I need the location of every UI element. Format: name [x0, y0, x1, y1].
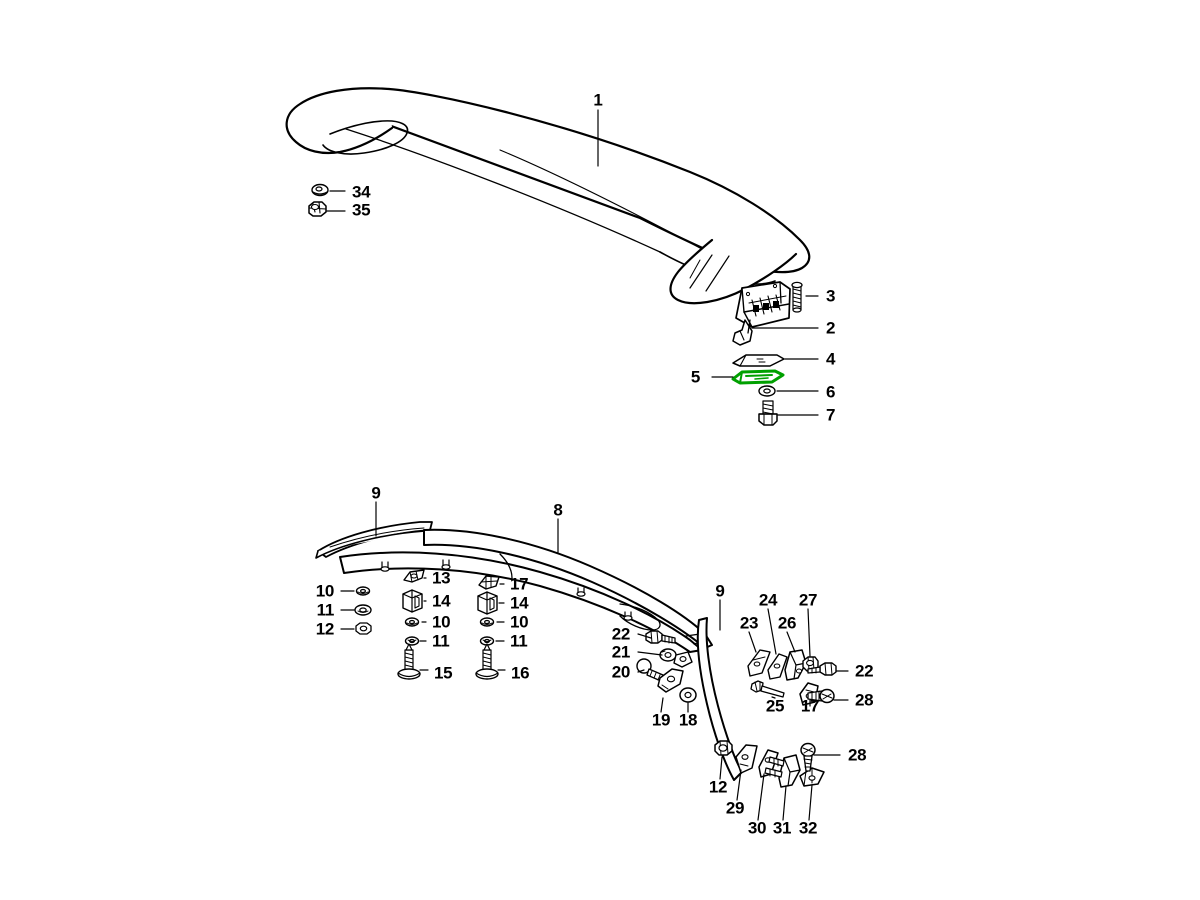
- callout-number-35: 35: [352, 200, 371, 220]
- callout-number-5: 5: [690, 367, 700, 387]
- callout-number-32: 32: [798, 818, 818, 838]
- part-10-washer-a: [355, 586, 371, 596]
- callout-number-17b: 17: [800, 696, 820, 716]
- callout-number-11a: 11: [316, 600, 335, 620]
- part-26-bracket: [784, 649, 807, 681]
- leader-lines: [326, 109, 849, 821]
- callout-number-10b: 10: [432, 612, 451, 632]
- callout-number-22a: 22: [611, 624, 631, 644]
- part-7-bolt: [758, 400, 778, 426]
- part-9-trim-strip-left: [315, 521, 433, 559]
- part-3-screw: [791, 281, 803, 313]
- callout-number-30: 30: [747, 818, 767, 838]
- callout-number-17a: 17: [510, 574, 529, 594]
- callout-number-19: 19: [651, 710, 671, 730]
- callout-number-14a: 14: [432, 591, 451, 611]
- part-35-capnut: [308, 201, 327, 217]
- callout-number-21: 21: [611, 642, 631, 662]
- callout-number-13: 13: [432, 568, 451, 588]
- part-31-bracket: [764, 754, 801, 788]
- part-32-clip: [799, 767, 825, 787]
- part-22-bolt-a: [645, 630, 676, 644]
- part-18-washer: [679, 687, 697, 703]
- callout-number-6: 6: [826, 382, 836, 402]
- callout-number-12b: 12: [708, 777, 728, 797]
- part-15-tapping-screw: [397, 643, 421, 680]
- part-12-nut-b: [714, 740, 733, 756]
- part-2-mounting-bracket: [732, 281, 791, 346]
- part-22-bolt-b: [807, 662, 837, 676]
- part-5-gasket-highlighted: [731, 369, 785, 385]
- callout-number-28a: 28: [855, 690, 874, 710]
- part-10-washer-b: [404, 617, 420, 627]
- part-4-mounting-plate: [732, 354, 785, 367]
- callout-number-23: 23: [739, 613, 759, 633]
- callout-number-20: 20: [611, 662, 631, 682]
- callout-number-10a: 10: [315, 581, 335, 601]
- callout-number-12a: 12: [315, 619, 335, 639]
- part-20-shoulder-bolt: [636, 658, 664, 682]
- upper-spoiler-body: [285, 87, 811, 305]
- callout-number-28b: 28: [848, 745, 867, 765]
- callout-number-9b: 9: [715, 581, 725, 601]
- callout-number-26: 26: [777, 613, 797, 633]
- part-12-nut-a: [355, 622, 372, 635]
- part-16-tapping-screw: [475, 643, 499, 680]
- callout-number-8: 8: [553, 500, 563, 520]
- part-17-clip-a: [478, 575, 500, 590]
- part-19-bracket: [657, 651, 693, 693]
- part-28-tapping-screw-b: [800, 742, 816, 772]
- part-8-lower-spoiler: [339, 528, 713, 653]
- callout-number-9a: 9: [371, 483, 381, 503]
- callout-number-18: 18: [678, 710, 698, 730]
- callout-number-31: 31: [772, 818, 792, 838]
- part-29-bracket: [735, 744, 758, 774]
- callout-number-1: 1: [593, 90, 603, 110]
- callout-number-27: 27: [798, 590, 818, 610]
- part-14-spacer-a: [402, 589, 423, 613]
- callout-number-14b: 14: [510, 593, 529, 613]
- part-11-washer-c: [479, 636, 495, 646]
- part-24-bracket: [767, 653, 788, 680]
- callout-number-3: 3: [826, 286, 836, 306]
- part-23-bracket: [747, 649, 771, 677]
- callout-number-25: 25: [765, 696, 785, 716]
- part-13-clip: [403, 569, 425, 583]
- part-11-washer-b: [404, 636, 420, 646]
- callout-number-29: 29: [725, 798, 745, 818]
- part-6-washer: [758, 385, 776, 397]
- callout-number-15: 15: [434, 663, 453, 683]
- callout-number-7: 7: [826, 405, 836, 425]
- callout-number-11b: 11: [432, 631, 450, 651]
- part-10-washer-c: [479, 617, 495, 627]
- callout-number-4: 4: [826, 349, 836, 369]
- callout-number-34: 34: [352, 182, 371, 202]
- callout-number-10c: 10: [510, 612, 529, 632]
- callout-number-11c: 11: [510, 631, 528, 651]
- callout-number-2: 2: [826, 318, 836, 338]
- part-25-screw: [750, 680, 785, 698]
- part-14-spacer-b: [477, 591, 498, 615]
- part-11-washer-a: [354, 604, 372, 616]
- part-34-washer: [311, 183, 329, 197]
- callout-number-22b: 22: [855, 661, 874, 681]
- callout-number-24: 24: [758, 590, 778, 610]
- callout-number-16: 16: [511, 663, 530, 683]
- part-28-tapping-screw-a: [807, 688, 835, 704]
